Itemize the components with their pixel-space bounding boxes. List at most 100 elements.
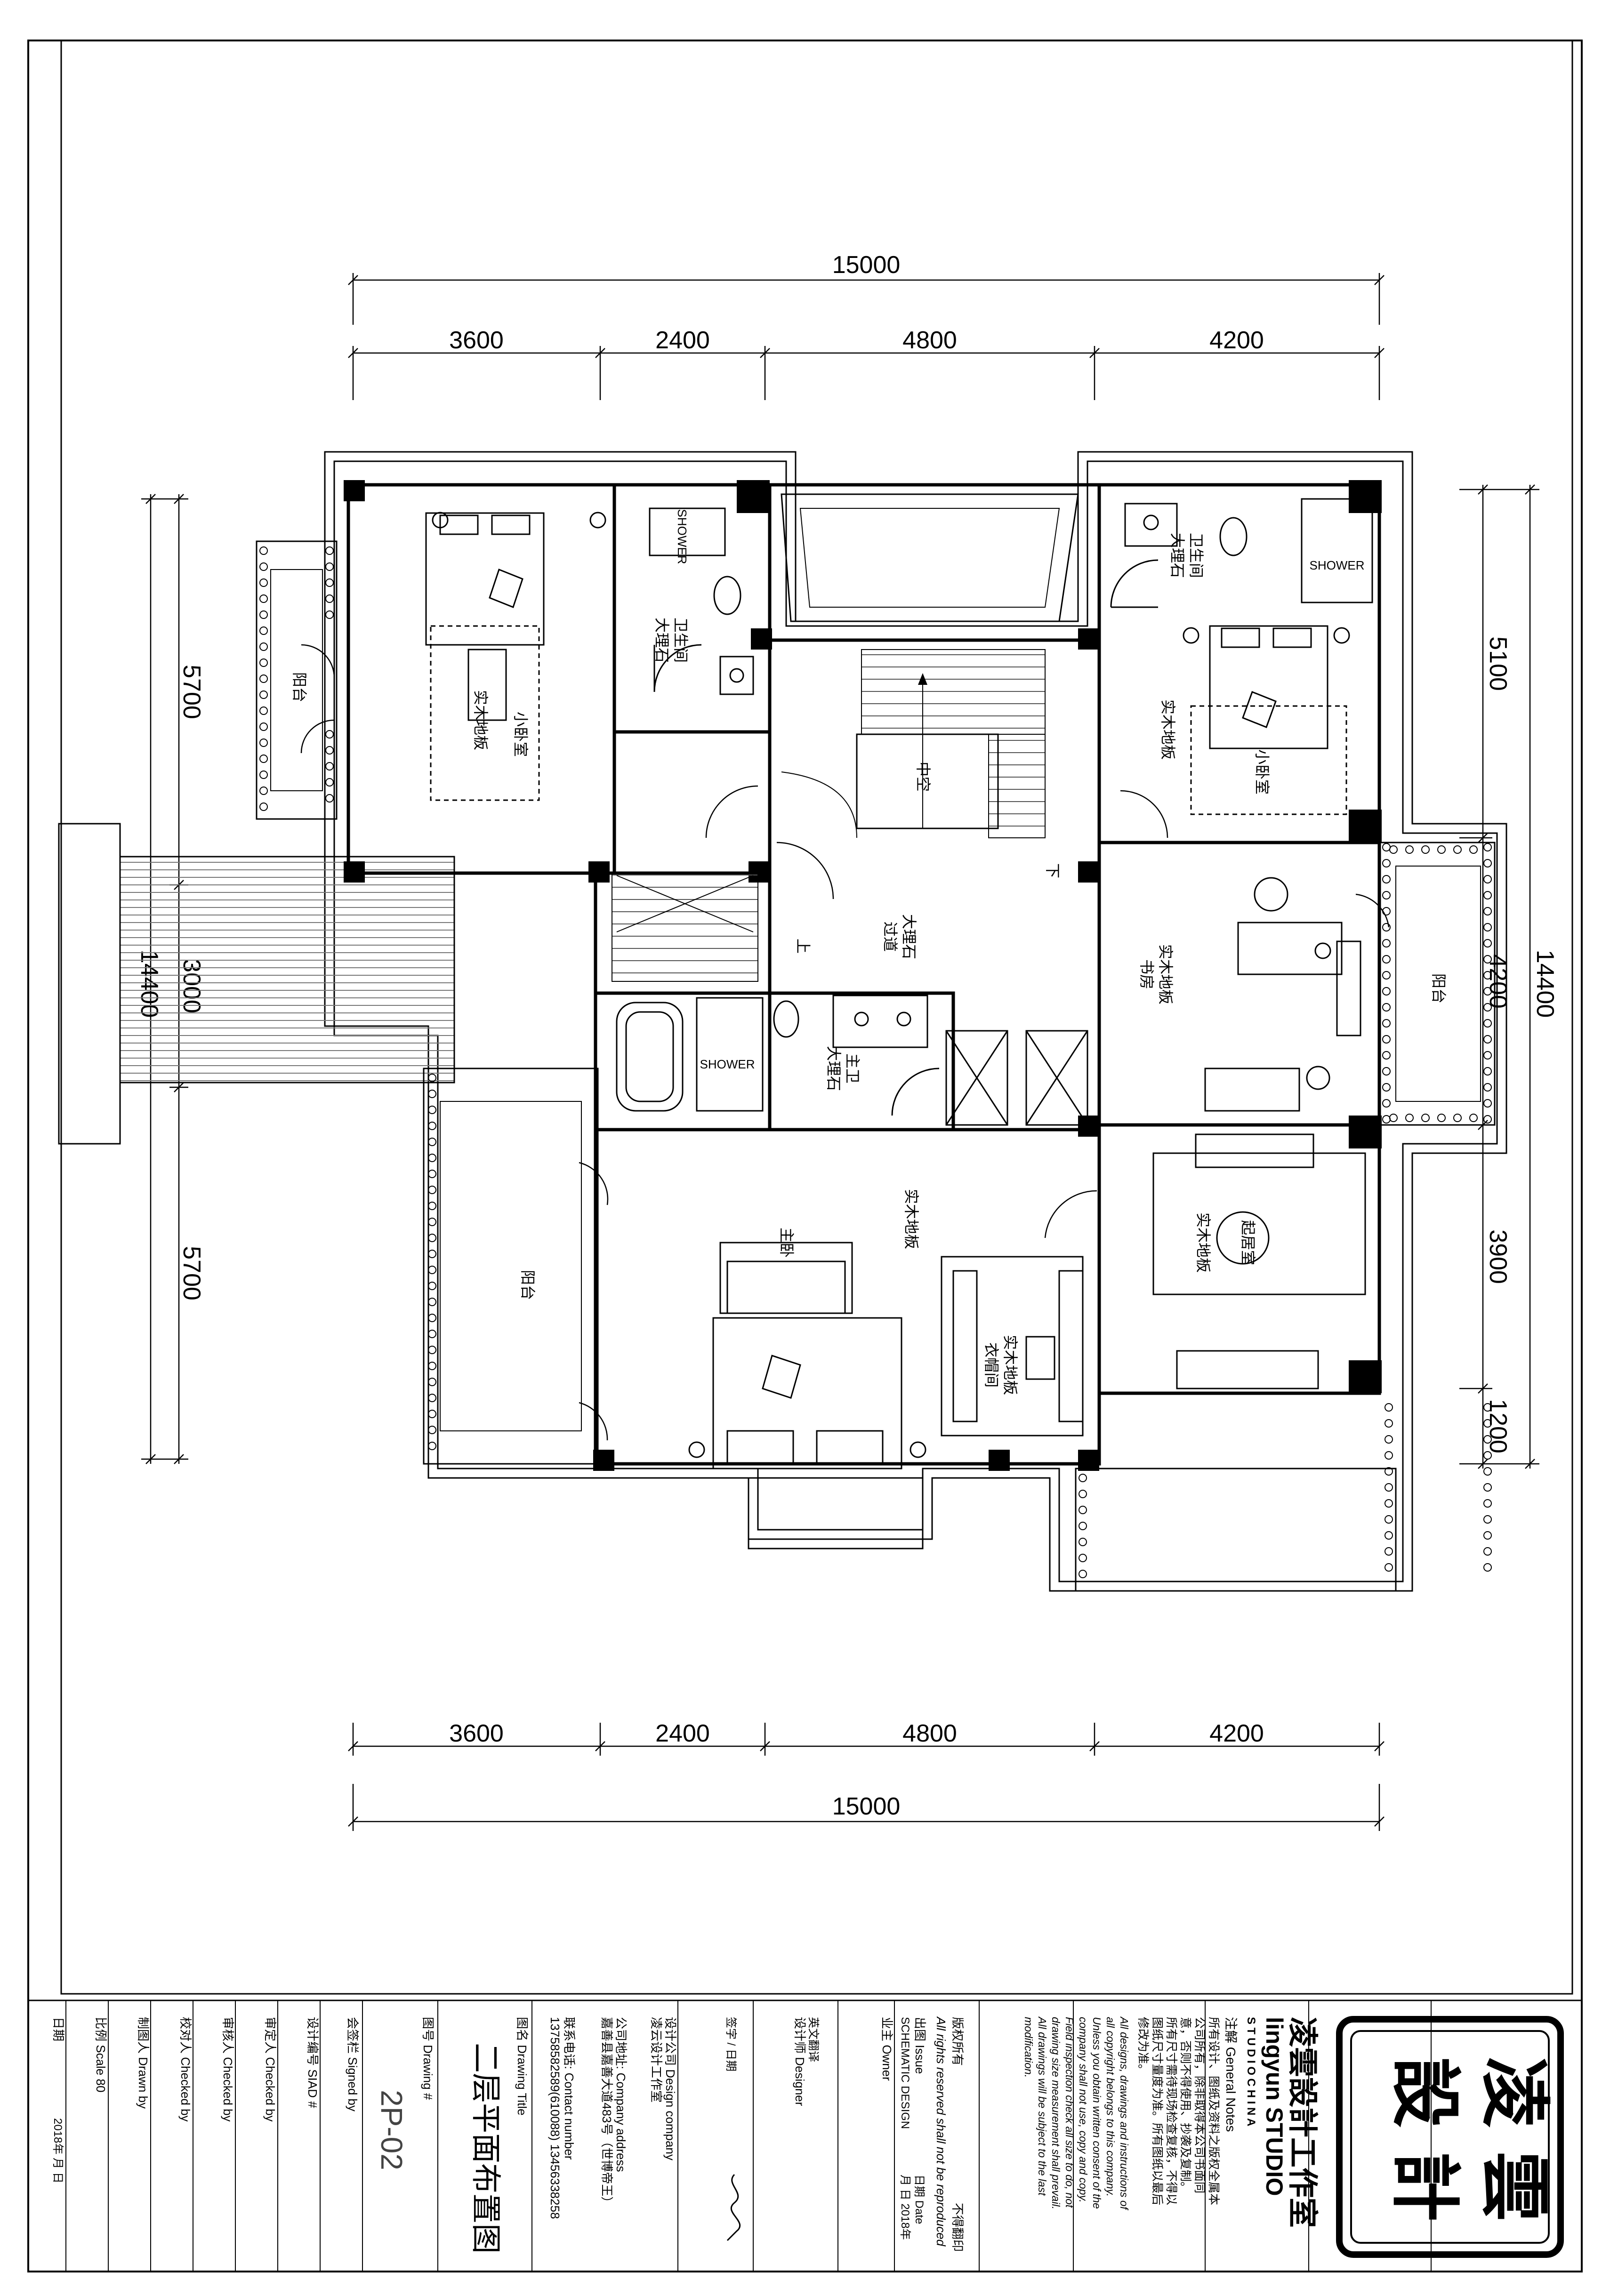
drawing-no-label: 图号 Drawing # [421,2017,435,2100]
drawn-label: 制图人 Drawn by [136,2017,150,2109]
baluster [259,723,268,731]
baluster [428,1266,436,1274]
baluster [1389,1114,1398,1122]
label-bath-nw: 大理石 [653,618,670,663]
walls [346,483,1381,1466]
logo-glyph-2: 雲 [1473,2151,1556,2222]
baluster [1079,1522,1087,1530]
reviewed-label: 审核人 Checked by [221,2017,235,2122]
bed-master [688,1242,926,1469]
studio-logo-seal: 凌 雲 設 計 [1336,2016,1564,2258]
baluster [1483,923,1492,931]
baluster [428,1090,436,1098]
study-fixtures [1204,877,1361,1112]
baluster [325,730,334,739]
baluster [325,778,334,787]
dim-right-seg-4: 1200 [1484,1399,1512,1453]
signed-label: 会签栏 Signed by [346,2017,360,2111]
label-bedroom-ne-sub: 小卧室 [1254,749,1271,795]
baluster [428,1106,436,1114]
baluster [1382,843,1391,851]
baluster [428,1250,436,1258]
baluster [259,787,268,795]
dim-left-seg-3: 5700 [178,1246,205,1301]
baluster [1469,845,1478,854]
notes-title: 注解 General Notes [1224,2017,1238,2132]
dimension-bottom-segments [348,1723,1385,1756]
logo-glyph-4: 計 [1384,2151,1466,2222]
skylight-north [781,493,1079,622]
baluster [259,755,268,763]
baluster [1483,1115,1492,1124]
baluster [1405,845,1414,854]
dim-right-outer-label: 14400 [1531,950,1559,1018]
baluster [1382,955,1391,963]
label-shower-mb: SHOWER [700,1057,755,1071]
baluster [259,706,268,715]
dim-top-seg-2: 2400 [655,327,710,354]
west-deck [58,823,455,1145]
dim-left-seg-1: 5700 [178,665,205,719]
baluster [1382,1067,1391,1076]
baluster [1385,1451,1393,1460]
baluster [1483,1467,1492,1476]
baluster [1385,1483,1393,1492]
label-bedroom-ne: 实木地板 [1159,699,1176,760]
baluster [1483,907,1492,915]
baluster [1385,1563,1393,1572]
baluster [1382,1099,1391,1108]
general-note-en-line: company shall not use, copy and copy. [1077,2017,1089,2203]
contact-value: 13758582589(610088) 13456338258 [548,2017,562,2219]
dimension-bottom-total [348,1784,1385,1831]
baluster [1079,1506,1087,1514]
label-bedroom-nw: 实木地板 [472,690,489,750]
baluster [1385,1403,1393,1412]
baluster [1469,1114,1478,1122]
baluster [1483,1435,1492,1444]
baluster [259,546,268,555]
copyright-cn: 版权所有 [950,2017,965,2066]
baluster [1385,1467,1393,1476]
label-walkin-sub: 衣帽间 [983,1342,1000,1388]
dim-right-seg-3: 3900 [1484,1229,1512,1284]
date-value-2: 2018年 月 日 [51,2118,64,2184]
baluster [428,1410,436,1418]
baluster [428,1138,436,1146]
drawing-title: 二层平面布置图 [468,2043,503,2254]
baluster [259,803,268,811]
logo-glyph-3: 設 [1384,2057,1466,2127]
baluster [428,1298,436,1306]
baluster [259,610,268,619]
baluster [1483,1419,1492,1428]
bath-ne-fixtures [1110,498,1373,608]
issue-label: 出图 Issue [913,2017,927,2074]
baluster [1382,1019,1391,1028]
balcony-nw [256,540,338,820]
stair-north [861,649,1046,838]
baluster [1453,845,1462,854]
baluster [325,746,334,755]
approved-label: 审定人 Checked by [263,2017,277,2122]
dim-bottom-seg-3: 4800 [902,1720,957,1747]
baluster [1483,1547,1492,1556]
label-stair-down: 下 [1044,863,1061,878]
baluster [259,771,268,779]
bath-master-fixtures [616,995,940,1116]
address-value: 嘉善县嘉善大道483号（世博帝王） [600,2017,614,2208]
baluster [1483,1003,1492,1012]
baluster [428,1346,436,1354]
label-study-sub: 书房 [1138,959,1155,989]
baluster [1405,1114,1414,1122]
balcony-w [423,1068,599,1465]
bed-ne [1183,625,1350,815]
sign-label: 签字 / 日期 [724,2017,737,2071]
general-note-cn-line: 意，否则不得使用、抄袭及复制。 [1179,2017,1192,2193]
dim-top-seg-1: 3600 [449,327,504,354]
baluster [259,578,268,587]
baluster [1385,1515,1393,1524]
baluster [1382,987,1391,995]
company-label: 设计公司 Design company [663,2017,677,2160]
baluster [259,739,268,747]
baluster [325,794,334,803]
bath-nw-fixtures [649,507,754,695]
